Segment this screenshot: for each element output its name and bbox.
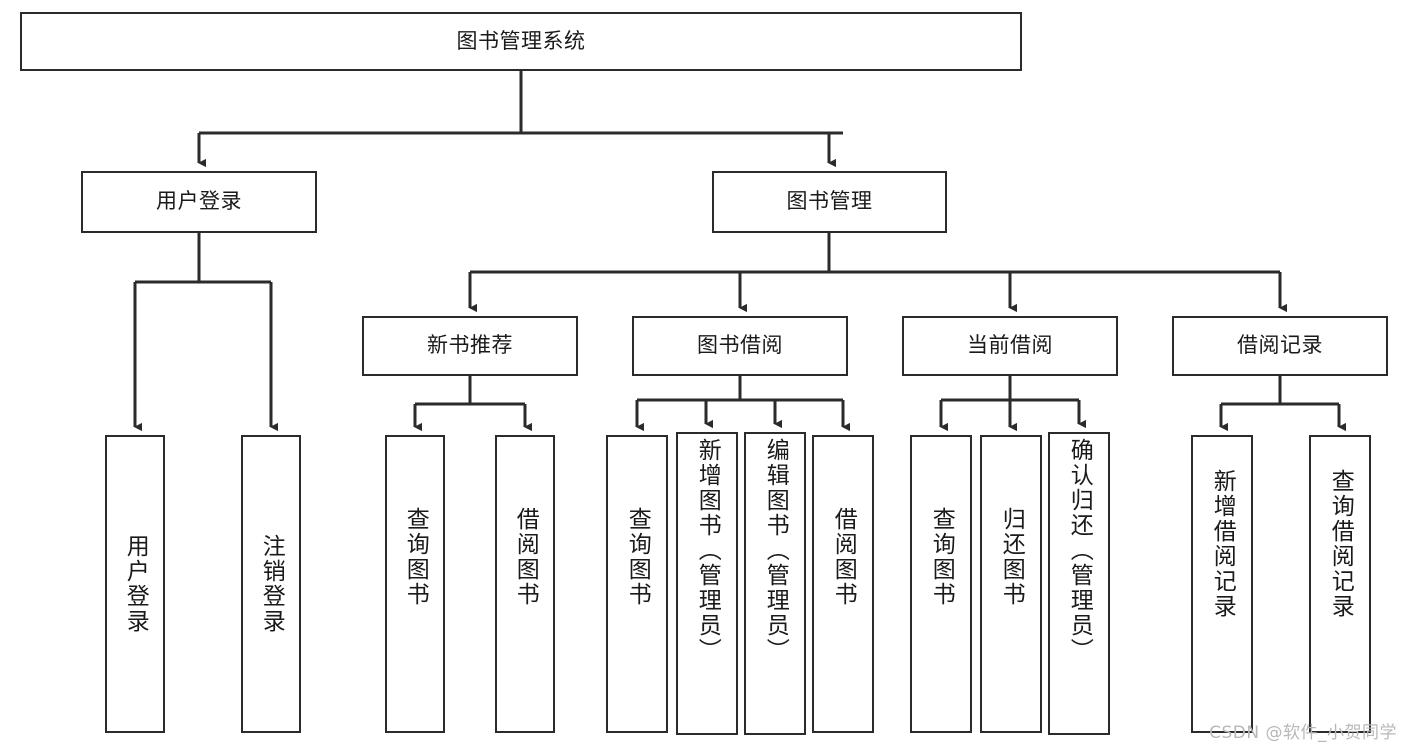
node-label: 图书管理系统 — [456, 28, 586, 53]
node-leaf-query-book-borrow[interactable]: 查询图书 — [606, 435, 668, 733]
node-borrow-record[interactable]: 借阅记录 — [1172, 316, 1388, 376]
node-leaf-add-book[interactable]: 新增图书（管理员） — [676, 432, 738, 735]
node-leaf-query-book-recommend[interactable]: 查询图书 — [385, 435, 445, 733]
node-book-management-system[interactable]: 图书管理系统 — [20, 12, 1022, 71]
node-label: 编辑图书（管理员） — [762, 438, 789, 663]
node-leaf-borrow-book[interactable]: 借阅图书 — [812, 435, 874, 733]
node-label: 借阅记录 — [1237, 333, 1323, 358]
node-current-borrow[interactable]: 当前借阅 — [902, 316, 1118, 376]
node-label: 归还图书 — [998, 507, 1025, 607]
node-label: 查询借阅记录 — [1327, 469, 1354, 619]
node-user-login[interactable]: 用户登录 — [81, 171, 317, 233]
node-label: 用户登录 — [122, 534, 149, 634]
node-label: 注销登录 — [258, 534, 285, 634]
node-label: 借阅图书 — [830, 507, 857, 607]
node-label: 查询图书 — [624, 507, 651, 607]
node-new-book-recommend[interactable]: 新书推荐 — [362, 316, 578, 376]
node-label: 查询图书 — [402, 507, 429, 607]
node-label: 图书借阅 — [697, 333, 783, 358]
node-leaf-confirm-return[interactable]: 确认归还（管理员） — [1048, 432, 1110, 735]
node-label: 新增借阅记录 — [1209, 469, 1236, 619]
node-leaf-query-book-current[interactable]: 查询图书 — [910, 435, 972, 733]
node-leaf-query-borrow-record[interactable]: 查询借阅记录 — [1309, 435, 1371, 733]
node-leaf-user-login[interactable]: 用户登录 — [105, 435, 165, 733]
node-leaf-logout-login[interactable]: 注销登录 — [241, 435, 301, 733]
watermark-text: CSDN @软件_小贺同学 — [1209, 723, 1397, 743]
node-label: 新增图书（管理员） — [694, 438, 721, 663]
node-label: 确认归还（管理员） — [1066, 438, 1093, 663]
node-leaf-edit-book[interactable]: 编辑图书（管理员） — [744, 432, 806, 735]
node-book-management[interactable]: 图书管理 — [712, 171, 947, 233]
node-label: 借阅图书 — [512, 507, 539, 607]
node-book-borrow[interactable]: 图书借阅 — [632, 316, 848, 376]
node-leaf-borrow-book-recommend[interactable]: 借阅图书 — [495, 435, 555, 733]
node-leaf-return-book[interactable]: 归还图书 — [980, 435, 1042, 733]
node-label: 当前借阅 — [967, 333, 1053, 358]
node-label: 用户登录 — [156, 189, 242, 214]
node-label: 图书管理 — [786, 189, 873, 214]
node-leaf-add-borrow-record[interactable]: 新增借阅记录 — [1191, 435, 1253, 733]
node-label: 新书推荐 — [427, 333, 513, 358]
node-label: 查询图书 — [928, 507, 955, 607]
